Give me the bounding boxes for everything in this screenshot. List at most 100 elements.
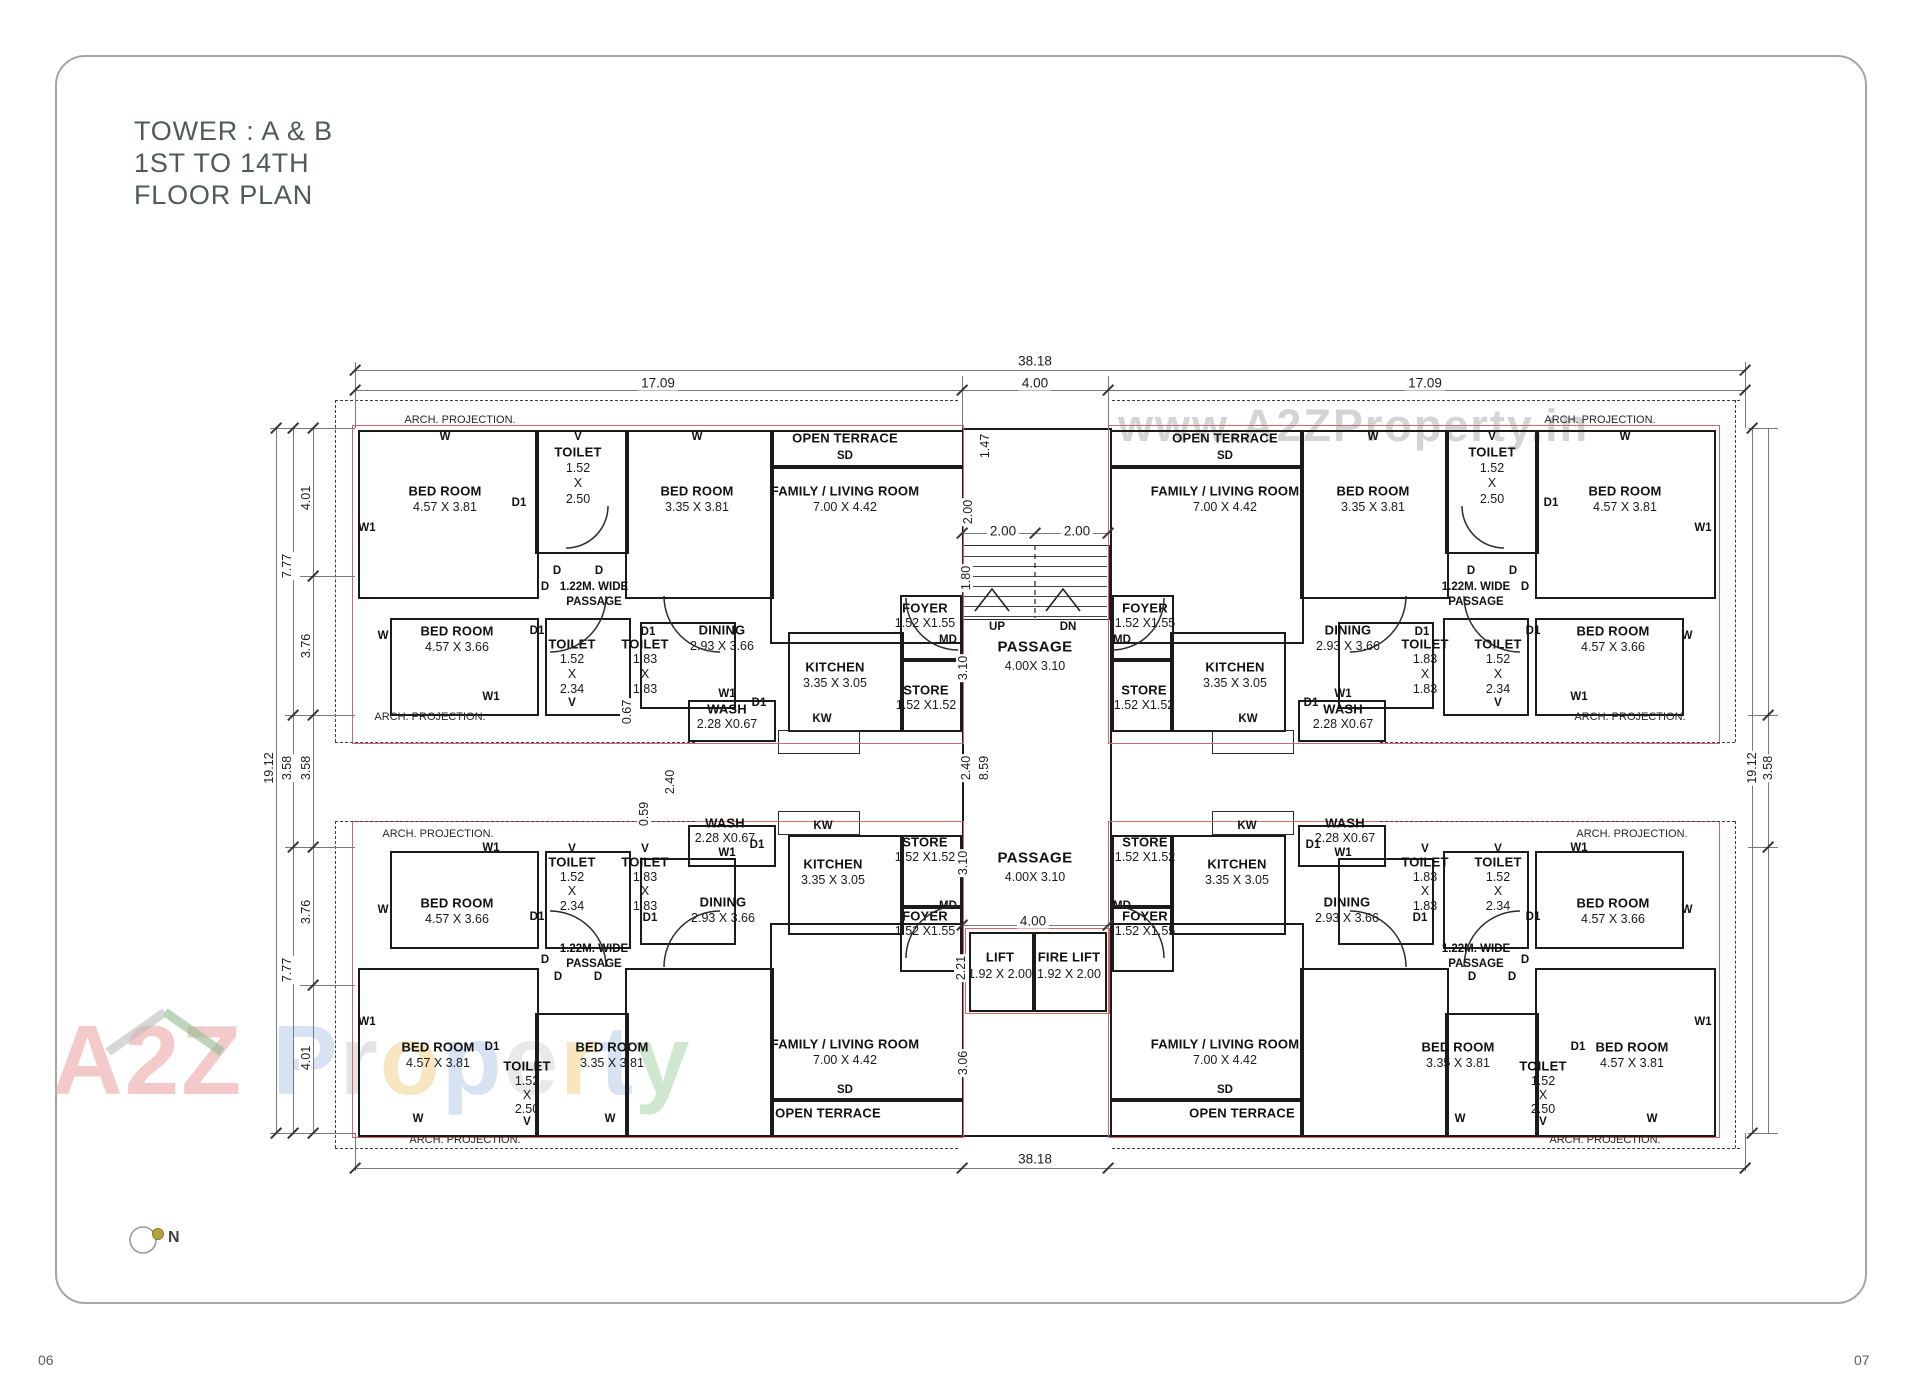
plan-label: 7.00 X 4.42 <box>813 1053 877 1067</box>
plan-label: 1.52 X1.52 <box>1113 698 1175 712</box>
plan-label: TOILET <box>621 854 669 870</box>
plan-label: DINING <box>1323 894 1371 910</box>
room-wall <box>1535 851 1684 949</box>
plan-label: BED ROOM <box>401 1039 475 1055</box>
plan-label: W <box>377 904 389 916</box>
kitchen-counter <box>778 811 860 835</box>
page-title: TOWER : A & B 1ST TO 14TH FLOOR PLAN <box>134 116 333 212</box>
plan-label: FOYER <box>902 908 948 924</box>
plan-label: 3.35 X 3.05 <box>801 873 865 887</box>
plan-label: 2.00 <box>1060 523 1094 539</box>
plan-label: W1 <box>718 688 736 700</box>
room-wall <box>625 430 774 599</box>
plan-label: D1 <box>484 1041 500 1053</box>
plan-label: 38.18 <box>1015 353 1055 369</box>
plan-label: DN <box>1059 621 1077 633</box>
plan-label: MD <box>1113 900 1131 912</box>
dimension-line <box>285 847 355 848</box>
plan-label: SD <box>837 1084 853 1096</box>
stair-arrow-down-icon <box>1045 587 1081 612</box>
room-wall <box>535 1013 629 1137</box>
plan-label: LIFT <box>985 949 1015 965</box>
page-number-right: 07 <box>1854 1352 1870 1368</box>
plan-label: KW <box>812 713 832 725</box>
room-wall <box>1338 858 1434 945</box>
plan-label: 2.93 X 3.66 <box>691 911 755 925</box>
arch-projection-line <box>1112 1148 1740 1149</box>
plan-label: 2.28 X0.67 <box>696 717 758 731</box>
plan-label: X <box>640 667 650 681</box>
plan-label: W <box>1646 1113 1658 1125</box>
room-wall <box>1535 618 1684 716</box>
plan-label: 4.00X 3.10 <box>1004 659 1066 673</box>
plan-label: TOILET <box>1401 636 1449 652</box>
plan-label: DINING <box>1324 622 1372 638</box>
room-wall <box>1535 430 1716 599</box>
stair-tread <box>963 606 1107 607</box>
plan-label: W1 <box>358 522 376 534</box>
plan-label: BED ROOM <box>1336 483 1410 499</box>
plan-label: BED ROOM <box>1576 895 1650 911</box>
plan-label: D <box>540 954 550 966</box>
room-wall <box>1338 622 1434 709</box>
plan-label: DINING <box>699 894 747 910</box>
arch-projection-line <box>1380 742 1735 743</box>
plan-label: W <box>412 1113 424 1125</box>
plan-label: DINING <box>698 622 746 638</box>
plan-label: 2.93 X 3.66 <box>1316 639 1380 653</box>
arch-projection-line <box>1112 400 1740 401</box>
dimension-line <box>962 376 963 428</box>
logo-letter: Z <box>181 1005 244 1115</box>
plan-label: FAMILY / LIVING ROOM <box>1150 1036 1300 1052</box>
plan-label: 2.28 X0.67 <box>1312 717 1374 731</box>
plan-label: 3.35 X 3.81 <box>580 1056 644 1070</box>
plan-label: W <box>1681 904 1693 916</box>
plan-label: W <box>691 431 703 443</box>
plan-label: 3.35 X 3.05 <box>1205 873 1269 887</box>
plan-label: D <box>1466 565 1476 577</box>
room-wall <box>1443 851 1529 949</box>
room-wall <box>900 595 962 662</box>
plan-label: W1 <box>1334 847 1352 859</box>
kitchen-counter <box>1212 811 1294 835</box>
plan-label: 2.93 X 3.66 <box>690 639 754 653</box>
plan-label: W1 <box>482 842 500 854</box>
plan-label: 3.35 X 3.05 <box>1203 676 1267 690</box>
plan-label: 2.50 <box>1530 1102 1556 1116</box>
plan-label: 1.52 X1.52 <box>1114 850 1176 864</box>
plan-label: X <box>1493 884 1503 898</box>
plan-label: W <box>1619 431 1631 443</box>
plan-label: 1.52 X1.55 <box>1114 924 1176 938</box>
plan-label: W <box>1367 431 1379 443</box>
dimension-line <box>1745 1133 1746 1171</box>
logo-letter: e <box>503 1005 561 1115</box>
plan-label: ARCH. PROJECTION. <box>404 414 516 426</box>
plan-label: PASSAGE <box>1448 958 1504 970</box>
plan-label: BED ROOM <box>1576 623 1650 639</box>
lift-shaft <box>969 932 1036 1012</box>
dimension-line <box>313 428 314 1133</box>
plan-label: D1 <box>640 626 656 638</box>
room-wall <box>535 430 629 554</box>
plan-label: 2.28 X0.67 <box>694 831 756 845</box>
arch-projection-line <box>335 821 336 1148</box>
plan-label: 1.52 <box>1485 652 1511 666</box>
stair-tread <box>963 586 1107 587</box>
dimension-line <box>1748 847 1778 848</box>
plan-label: 1.52 <box>559 652 585 666</box>
plan-label: 4.57 X 3.66 <box>1581 640 1645 654</box>
plan-label: STORE <box>1121 682 1167 698</box>
plan-label: WASH <box>705 815 745 831</box>
plan-label: D1 <box>1305 839 1321 851</box>
arch-projection-line <box>1735 821 1736 1148</box>
plan-label: OPEN TERRACE <box>792 430 898 446</box>
plan-label: V <box>1539 1116 1547 1128</box>
plan-label: D1 <box>642 912 658 924</box>
arch-projection-line <box>335 1148 958 1149</box>
plan-label: BED ROOM <box>575 1039 649 1055</box>
plan-label: D <box>553 971 563 983</box>
plan-label: V <box>1421 843 1429 855</box>
room-wall <box>1298 825 1386 867</box>
kitchen-counter <box>778 730 860 754</box>
plan-label: SD <box>837 450 853 462</box>
